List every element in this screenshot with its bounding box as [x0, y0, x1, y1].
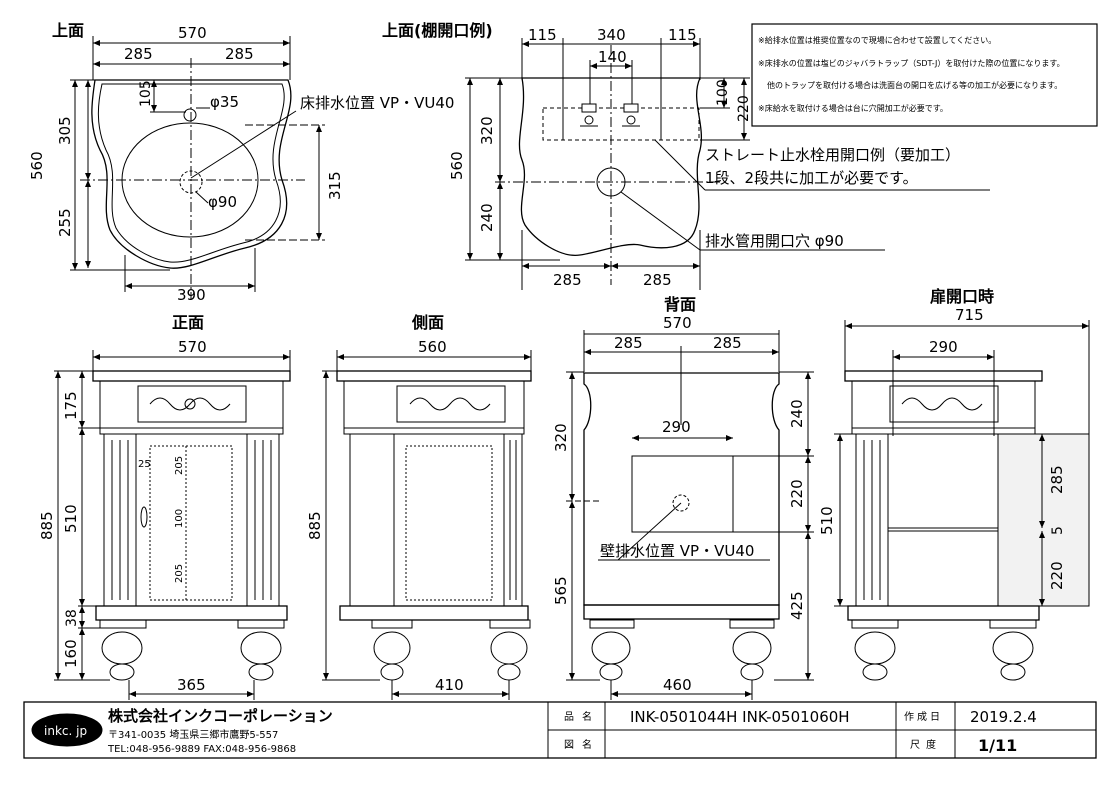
- door-open-view-title: 扉開口時: [930, 287, 994, 306]
- front-dim-510: 510: [62, 504, 80, 533]
- shelf-view-title: 上面(棚開口例): [382, 21, 493, 40]
- open-dim-715: 715: [955, 306, 984, 324]
- company-name: 株式会社インクコーポレーション: [108, 707, 333, 725]
- top-dim-285-left: 285: [124, 45, 153, 63]
- back-dim-460: 460: [663, 676, 692, 694]
- valve-opening-callout-note: 1段、2段共に加工が必要です。: [705, 169, 918, 187]
- back-leg-right: [729, 619, 775, 681]
- date-value: 2019.2.4: [970, 708, 1037, 726]
- shelf-dim-285-left: 285: [553, 271, 582, 289]
- top-dim-phi90: φ90: [208, 193, 237, 211]
- note-3: 他のトラップを取付ける場合は洗面台の開口を広げる等の加工が必要になります。: [767, 80, 1062, 90]
- open-dim-220: 220: [1048, 561, 1066, 590]
- side-dim-560: 560: [418, 338, 447, 356]
- front-dim-205-bottom: 205: [174, 564, 185, 583]
- date-label: 作成日: [904, 711, 943, 723]
- front-view-title: 正面: [172, 313, 204, 332]
- open-dim-290: 290: [929, 338, 958, 356]
- side-leg-right: [489, 619, 531, 681]
- back-view: 背面 570 285 285 290 壁排水位置 VP・VU40 3: [552, 295, 814, 700]
- top-dim-285-right: 285: [225, 45, 254, 63]
- back-leg-left: [589, 619, 635, 681]
- company-logo: [31, 713, 103, 747]
- front-leg-left: [99, 619, 147, 681]
- back-dim-285-right: 285: [713, 334, 742, 352]
- top-dim-315: 315: [326, 171, 344, 200]
- shelf-dim-560: 560: [448, 151, 466, 180]
- top-dim-390: 390: [177, 286, 206, 304]
- company-address: 〒341-0035 埼玉県三郷市鷹野5-557: [108, 728, 278, 741]
- open-leg-left: [851, 619, 899, 681]
- top-dim-105: 105: [138, 80, 154, 107]
- shelf-dim-100: 100: [715, 79, 731, 106]
- note-4: ※床給水を取付ける場合は台に穴開加工が必要です。: [758, 103, 948, 113]
- top-dim-255: 255: [56, 208, 74, 237]
- valve-icon-right: [622, 103, 640, 127]
- back-dim-290: 290: [662, 418, 691, 436]
- front-dim-570: 570: [178, 338, 207, 356]
- front-leg-right: [237, 619, 285, 681]
- company-tel-fax: TEL:048-956-9889 FAX:048-956-9868: [107, 744, 296, 755]
- logo-text: inkc. jp: [44, 724, 87, 738]
- door-open-view: 扉開口時 715 290 510 285 5: [818, 287, 1090, 681]
- wall-drain-callout: 壁排水位置 VP・VU40: [600, 542, 754, 560]
- back-view-title: 背面: [664, 295, 696, 314]
- front-view: 正面 570: [38, 313, 291, 700]
- shelf-dim-220: 220: [736, 95, 752, 122]
- shelf-view: 上面(棚開口例) 115 340 115 140 320 560: [382, 21, 990, 290]
- open-dim-285: 285: [1048, 465, 1066, 494]
- front-dim-175: 175: [62, 391, 80, 420]
- shelf-dim-115-left: 115: [528, 26, 557, 44]
- open-dim-5: 5: [1050, 526, 1066, 535]
- front-dim-25: 25: [138, 459, 151, 470]
- shelf-dim-115-right: 115: [668, 26, 697, 44]
- front-dim-38: 38: [64, 609, 80, 627]
- valve-icon-left: [580, 103, 598, 127]
- back-dim-240: 240: [788, 399, 806, 428]
- front-dim-100: 100: [174, 509, 185, 528]
- front-dim-885: 885: [38, 511, 56, 540]
- shelf-dim-140: 140: [598, 48, 627, 66]
- top-dim-570: 570: [178, 24, 207, 42]
- note-1: ※給排水位置は推奨位置なので現場に合わせて設置してください。: [758, 35, 996, 45]
- product-name: INK-0501044H INK-0501060H: [630, 708, 850, 726]
- notes-box: ※給排水位置は推奨位置なので現場に合わせて設置してください。 ※床排水の位置は塩…: [751, 23, 1098, 127]
- drain-hole-callout: 排水管用開口穴 φ90: [705, 232, 844, 250]
- valve-opening-callout: ストレート止水栓用開口例（要加工）: [705, 146, 960, 164]
- note-2: ※床排水の位置は塩ビのジャバラトラップ（SDT-J）を取付けた際の位置になります…: [758, 58, 1065, 68]
- back-dim-220: 220: [788, 479, 806, 508]
- shelf-dim-320: 320: [478, 116, 496, 145]
- side-leg-left: [371, 619, 413, 681]
- floor-drain-callout: 床排水位置 VP・VU40: [300, 94, 454, 112]
- shelf-dim-240: 240: [478, 203, 496, 232]
- back-dim-570: 570: [663, 314, 692, 332]
- top-dim-560: 560: [28, 151, 46, 180]
- top-dim-305: 305: [56, 116, 74, 145]
- open-leg-right: [989, 619, 1037, 681]
- title-block: inkc. jp 株式会社インクコーポレーション 〒341-0035 埼玉県三郷…: [23, 701, 1097, 759]
- product-label: 品名: [564, 710, 600, 723]
- front-dim-365: 365: [177, 676, 206, 694]
- front-dim-160: 160: [62, 639, 80, 668]
- side-view-title: 側面: [411, 313, 444, 332]
- top-view-title: 上面: [52, 21, 84, 40]
- back-dim-320: 320: [552, 423, 570, 452]
- back-dim-285-left: 285: [614, 334, 643, 352]
- top-dim-phi35: φ35: [210, 93, 239, 111]
- shelf-dim-340: 340: [597, 26, 626, 44]
- open-dim-510: 510: [818, 506, 836, 535]
- side-view: 側面 560 885 410: [306, 313, 532, 700]
- drawing-label: 図名: [564, 738, 600, 751]
- side-dim-410: 410: [435, 676, 464, 694]
- front-dim-205-top: 205: [174, 456, 185, 475]
- side-dim-885: 885: [306, 511, 324, 540]
- scale-label: 尺度: [910, 738, 942, 751]
- back-dim-565: 565: [552, 576, 570, 605]
- back-dim-425: 425: [788, 591, 806, 620]
- scale-value: 1/11: [978, 736, 1017, 755]
- shelf-dim-285-right: 285: [643, 271, 672, 289]
- top-view: 上面 570 285 285 560 305 255 105 φ35 φ90 3: [28, 21, 454, 304]
